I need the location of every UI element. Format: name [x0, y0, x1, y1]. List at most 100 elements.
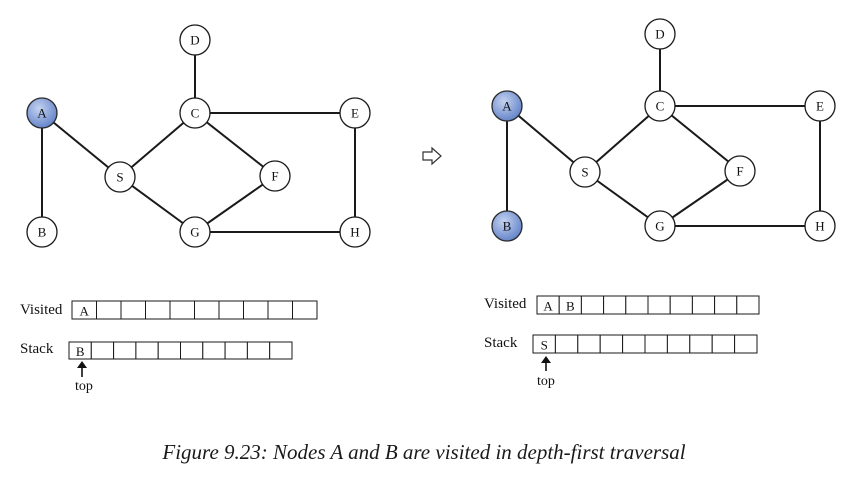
svg-text:S: S: [116, 170, 123, 185]
array-cell: [689, 334, 713, 354]
array-cell: [169, 300, 195, 320]
array-cell-value: B: [76, 344, 85, 359]
right-edge-c-s: [584, 105, 661, 173]
right-node-g: G: [644, 210, 676, 242]
right-top-label: top: [537, 374, 555, 389]
svg-text:H: H: [350, 225, 359, 240]
left-stack-array: Stack B: [20, 341, 293, 360]
array-cell: [218, 300, 244, 320]
left-node-f: F: [259, 160, 291, 192]
right-stack-cells: S: [532, 334, 758, 354]
left-node-b: B: [26, 216, 58, 248]
array-cell: [666, 334, 691, 354]
right-edge-f-g: [659, 170, 741, 227]
right-graph: D A C E S F B G H: [491, 18, 836, 242]
array-cell: [580, 295, 605, 315]
svg-text:G: G: [190, 225, 199, 240]
array-cell-value: A: [80, 304, 90, 319]
left-node-h: H: [339, 216, 371, 248]
array-cell: [644, 334, 668, 354]
svg-text:F: F: [271, 169, 278, 184]
array-cell: [577, 334, 601, 354]
left-edge-c-f: [194, 112, 276, 177]
array-cell: [622, 334, 646, 354]
right-node-d: D: [644, 18, 676, 50]
left-edge-a-s: [41, 112, 121, 178]
array-cell: [246, 341, 271, 360]
right-node-b: B: [491, 210, 523, 242]
array-cell: [603, 295, 627, 315]
svg-text:D: D: [655, 27, 664, 42]
array-cell: [711, 334, 736, 354]
right-edge-c-f: [659, 105, 741, 172]
array-cell: [90, 341, 115, 360]
svg-text:H: H: [815, 219, 824, 234]
array-cell-value: A: [543, 299, 553, 314]
svg-text:F: F: [736, 164, 743, 179]
right-node-a: A: [491, 90, 523, 122]
right-top-pointer: top: [537, 356, 555, 389]
array-cell-value: B: [566, 299, 575, 314]
array-cell: [194, 300, 220, 320]
left-top-label: top: [75, 379, 93, 394]
left-node-s: S: [104, 161, 136, 193]
left-graph: D A C E S F B G H: [26, 24, 371, 248]
left-top-pointer: top: [75, 361, 93, 394]
svg-text:B: B: [503, 219, 512, 234]
right-node-h: H: [804, 210, 836, 242]
left-stack-label: Stack: [20, 341, 54, 357]
array-cell: [135, 341, 159, 360]
svg-text:G: G: [655, 219, 664, 234]
right-node-f: F: [724, 155, 756, 187]
array-cell: [180, 341, 204, 360]
left-edge-f-g: [194, 175, 276, 233]
right-stack-label: Stack: [484, 335, 518, 351]
svg-text:A: A: [37, 106, 47, 121]
array-cell: [157, 341, 181, 360]
left-graph-edges: [41, 40, 356, 233]
figure-caption: Figure 9.23: Nodes A and B are visited i…: [161, 440, 685, 464]
array-cell: [120, 300, 146, 320]
left-node-e: E: [339, 97, 371, 129]
array-cell: [267, 300, 293, 320]
left-node-g: G: [179, 216, 211, 248]
left-node-d: D: [179, 24, 211, 56]
array-cell: [269, 341, 293, 360]
right-node-c: C: [644, 90, 676, 122]
right-stack-array: Stack S: [484, 334, 758, 354]
left-node-a: A: [26, 97, 58, 129]
right-node-e: E: [804, 90, 836, 122]
svg-text:C: C: [656, 99, 665, 114]
array-cell: [714, 295, 738, 315]
array-cell: [224, 341, 248, 360]
transition-arrow-icon: [422, 146, 442, 166]
array-cell: [736, 295, 760, 315]
svg-text:E: E: [816, 99, 824, 114]
array-cell: [96, 300, 122, 320]
svg-text:D: D: [190, 33, 199, 48]
array-cell: [599, 334, 624, 354]
array-cell: [145, 300, 171, 320]
array-cell: [554, 334, 579, 354]
svg-text:C: C: [191, 106, 200, 121]
right-graph-edges: [506, 34, 821, 227]
array-cell: [691, 295, 716, 315]
array-cell-value: S: [541, 338, 548, 353]
svg-text:B: B: [38, 225, 47, 240]
array-cell: [625, 295, 649, 315]
svg-text:E: E: [351, 106, 359, 121]
left-node-c: C: [179, 97, 211, 129]
array-cell: [647, 295, 671, 315]
array-cell: [292, 300, 318, 320]
array-cell: [734, 334, 758, 354]
svg-text:S: S: [581, 165, 588, 180]
right-node-s: S: [569, 156, 601, 188]
left-edge-c-s: [119, 112, 196, 178]
svg-text:A: A: [502, 99, 512, 114]
left-visited-array: Visited A: [20, 300, 318, 320]
array-cell: [669, 295, 693, 315]
array-cell: [202, 341, 226, 360]
array-cell: [243, 300, 269, 320]
